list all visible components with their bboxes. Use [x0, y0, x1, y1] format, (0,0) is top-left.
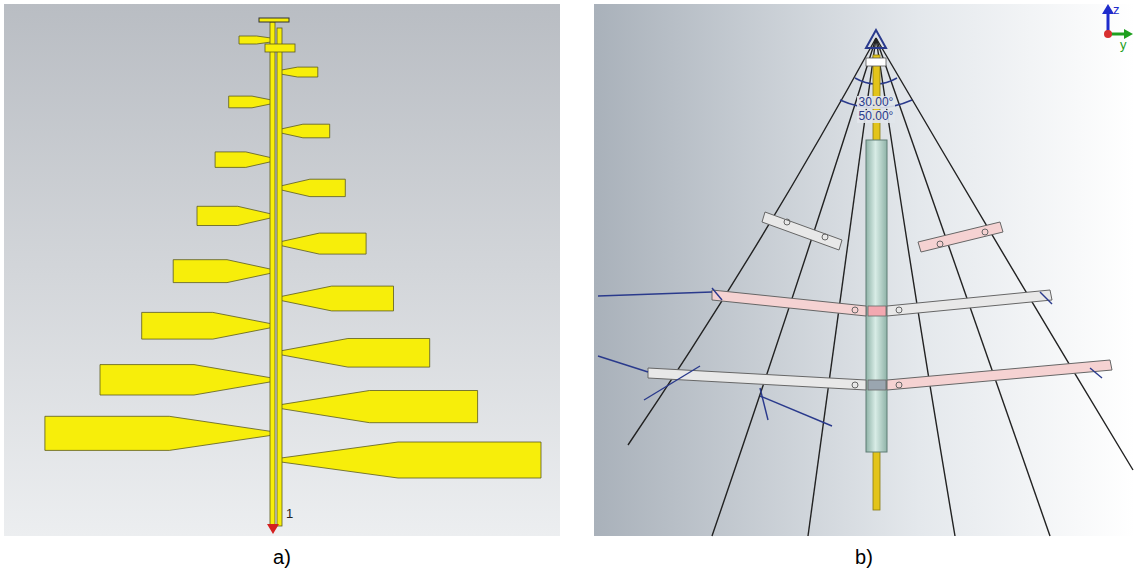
- printed-antenna: [45, 18, 541, 534]
- panel-b-ground: [594, 4, 1135, 536]
- dipole-element: [45, 416, 271, 450]
- dipole-element: [197, 206, 271, 225]
- angle-dimension: 50.00°: [857, 110, 896, 123]
- dipole-element: [281, 391, 478, 423]
- axis-label: y: [1120, 38, 1127, 52]
- dipole-element: [281, 339, 430, 368]
- dipole-element: [281, 233, 366, 254]
- port-number: 1: [286, 507, 293, 521]
- dipole-element: [229, 96, 271, 108]
- dipole-element: [281, 442, 541, 478]
- dipole-element: [281, 124, 330, 138]
- dipole-element: [100, 365, 271, 395]
- dipole-element: [142, 312, 271, 339]
- axis-label: z: [1113, 3, 1120, 17]
- dipole-element: [239, 36, 271, 44]
- dipole-element: [215, 152, 271, 168]
- dipole-element: [281, 179, 345, 196]
- top-stub: [265, 44, 295, 52]
- panel-label: b): [855, 546, 873, 568]
- wire-antenna: [598, 4, 1133, 536]
- angle-dimension: 30.00°: [857, 96, 896, 109]
- panel-label: a): [273, 546, 291, 568]
- panel-a-ground: [4, 4, 560, 536]
- feed-line: [270, 22, 275, 526]
- dipole-element: [281, 67, 318, 77]
- dipole-element: [281, 286, 394, 311]
- top-cap: [259, 18, 289, 22]
- feed-line: [277, 28, 282, 526]
- dipole-element: [173, 260, 271, 283]
- port-marker: [267, 524, 279, 534]
